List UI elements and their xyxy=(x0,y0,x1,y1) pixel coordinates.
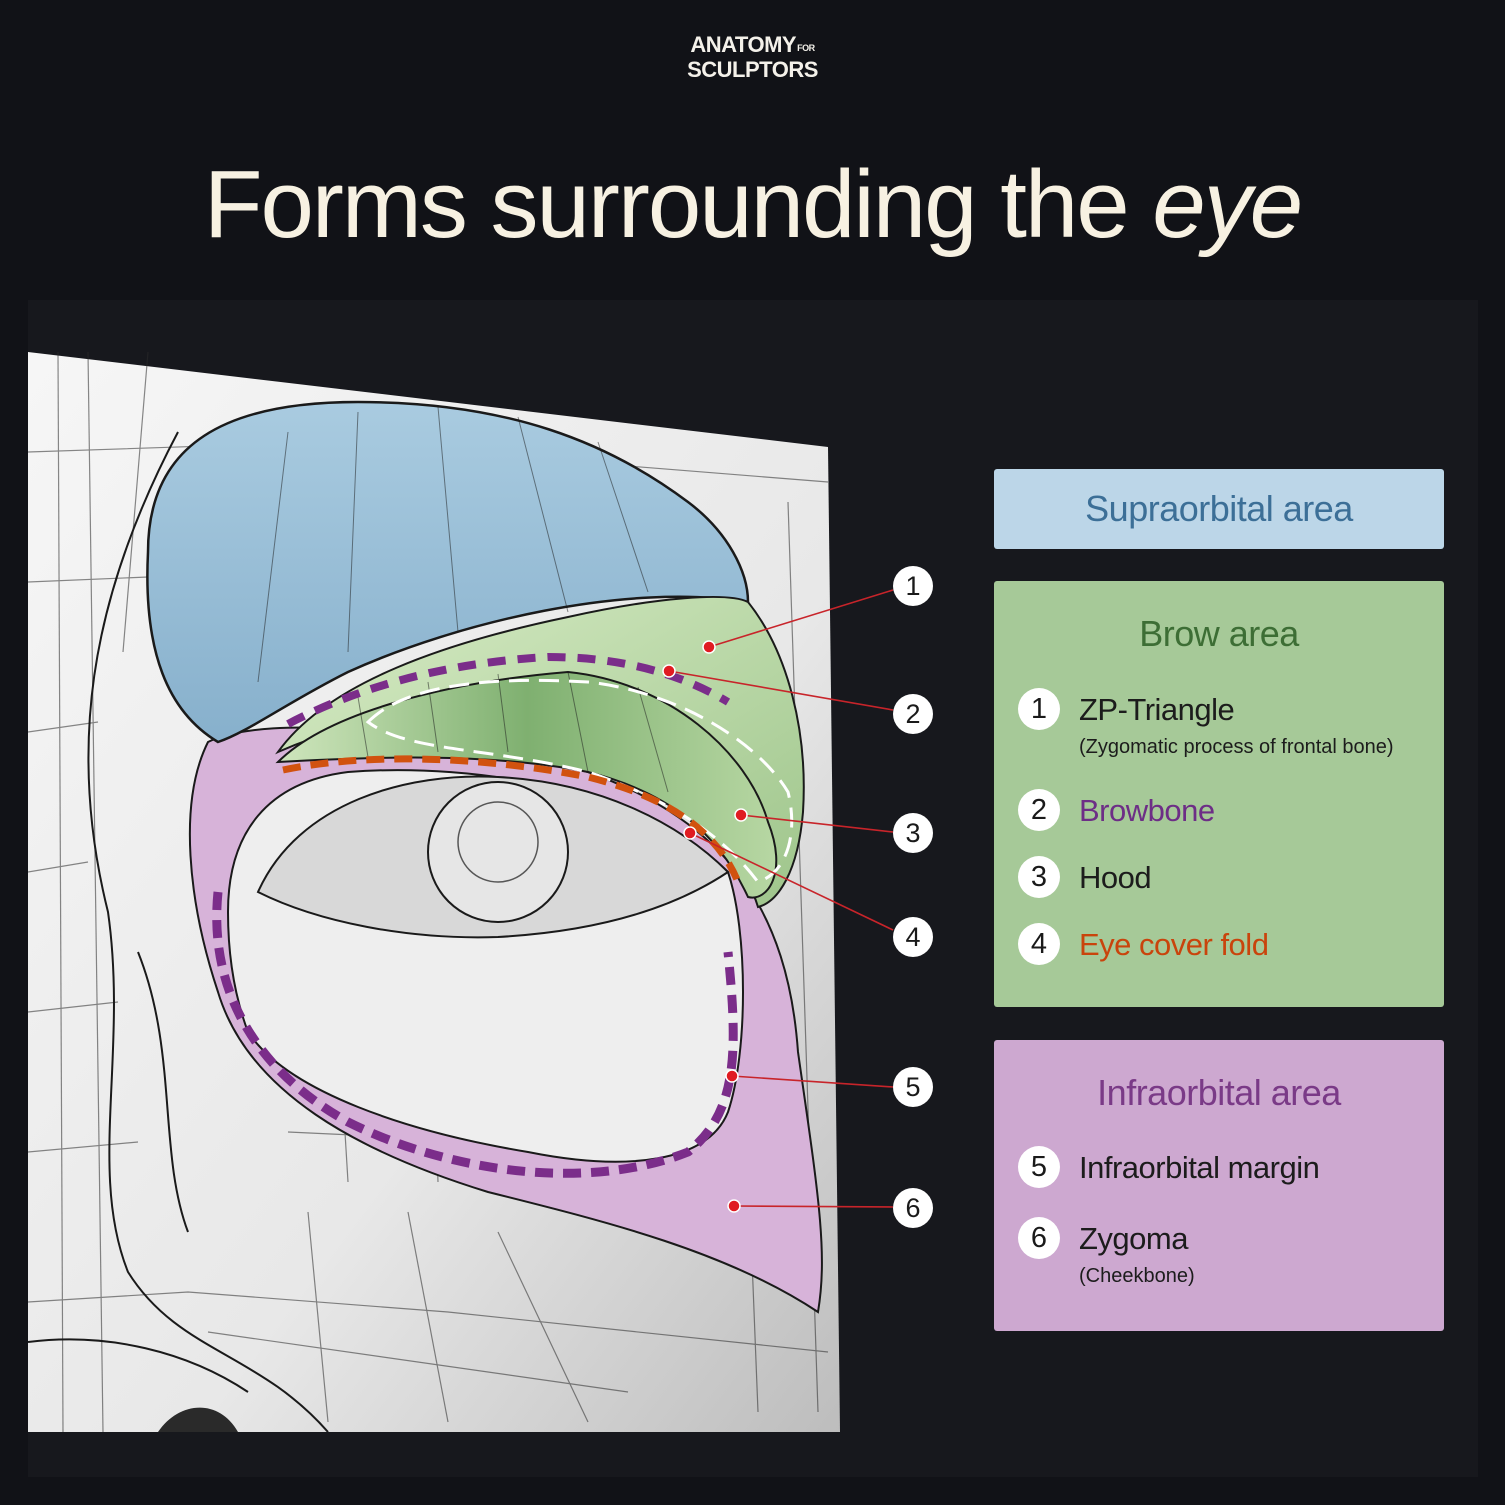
legend-num-2: 2 xyxy=(1018,789,1060,831)
legend-label-zp-triangle: ZP-Triangle xyxy=(1079,692,1235,727)
marker-5 xyxy=(725,1069,739,1083)
logo-line-1: ANATOMY xyxy=(690,32,797,57)
logo-line-2: SCULPTORS xyxy=(687,57,818,82)
legend-num-6: 6 xyxy=(1018,1217,1060,1259)
marker-2 xyxy=(662,664,676,678)
legend-label-browbone: Browbone xyxy=(1079,793,1215,828)
infraorbital-box: Infraorbital area 5 Infraorbital margin … xyxy=(994,1040,1444,1331)
logo-for: FOR xyxy=(797,42,815,53)
legend-num-3: 3 xyxy=(1018,856,1060,898)
callout-5: 5 xyxy=(893,1067,933,1107)
marker-6 xyxy=(727,1199,741,1213)
callout-2: 2 xyxy=(893,694,933,734)
brow-box: Brow area 1 ZP-Triangle (Zygomatic proce… xyxy=(994,581,1444,1007)
legend-num-1: 1 xyxy=(1018,688,1060,730)
title-main: Forms surrounding the xyxy=(203,151,1153,258)
callout-3: 3 xyxy=(893,813,933,853)
supraorbital-box: Supraorbital area xyxy=(994,469,1444,549)
supraorbital-title: Supraorbital area xyxy=(1085,488,1353,529)
legend-sub-zygoma: (Cheekbone) xyxy=(1079,1265,1195,1287)
face-illustration xyxy=(28,352,840,1432)
legend-label-eye-cover-fold: Eye cover fold xyxy=(1079,927,1269,962)
marker-1 xyxy=(702,640,716,654)
callout-4: 4 xyxy=(893,917,933,957)
face-outlines xyxy=(28,431,329,1432)
page-title: Forms surrounding the eye xyxy=(0,150,1505,260)
legend-label-zygoma: Zygoma xyxy=(1079,1221,1188,1256)
legend-label-infraorbital-margin: Infraorbital margin xyxy=(1079,1150,1320,1185)
infraorbital-margin-line xyxy=(212,891,738,1178)
eyeball xyxy=(427,781,569,923)
legend-sub-zp-triangle: (Zygomatic process of frontal bone) xyxy=(1079,736,1394,758)
marker-4 xyxy=(683,826,697,840)
legend-label-hood: Hood xyxy=(1079,860,1152,895)
nostril xyxy=(158,1407,238,1432)
infraorbital-title: Infraorbital area xyxy=(1097,1072,1341,1113)
brand-logo: ANATOMYFOR SCULPTORS xyxy=(0,34,1505,81)
legend-num-4: 4 xyxy=(1018,923,1060,965)
marker-3 xyxy=(734,808,748,822)
brow-title: Brow area xyxy=(1139,613,1299,654)
callout-1: 1 xyxy=(893,566,933,606)
callout-6: 6 xyxy=(893,1188,933,1228)
title-emphasis: eye xyxy=(1152,151,1303,258)
hood-line xyxy=(365,678,794,884)
legend-num-5: 5 xyxy=(1018,1146,1060,1188)
hood-mesh xyxy=(257,406,669,793)
